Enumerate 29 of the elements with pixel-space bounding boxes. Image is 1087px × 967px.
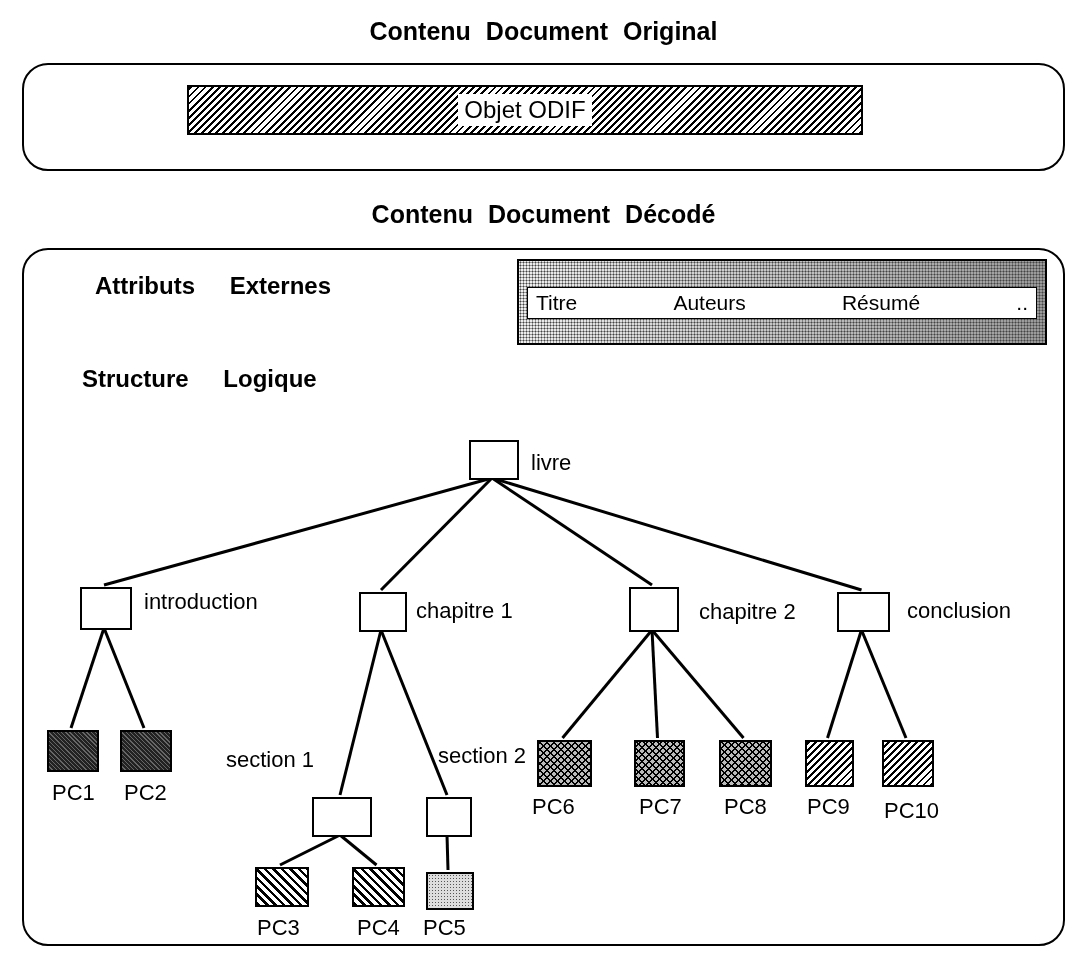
node-label: PC1: [52, 780, 95, 806]
node-label: livre: [531, 450, 572, 476]
node-label: PC5: [423, 915, 466, 941]
attribute-label: ..: [1016, 291, 1028, 315]
hatched-bar: [187, 85, 863, 135]
section-label: Structure Logique: [82, 365, 317, 393]
node-label: introduction: [144, 589, 258, 615]
attribute-label: Titre: [536, 291, 578, 315]
node-label: conclusion: [907, 598, 1011, 624]
shaded-box: [517, 259, 1047, 345]
section-label: Attributs Externes: [95, 272, 332, 300]
tree-node-box: [426, 797, 472, 837]
node-label: section 2: [438, 743, 527, 769]
panel-heading: Contenu Document Original: [368, 17, 719, 46]
attribute-label: Résumé: [841, 291, 921, 315]
panel-heading: Contenu Document Décodé: [370, 200, 717, 229]
node-label: PC2: [124, 780, 167, 806]
node-label: section 1: [226, 747, 315, 773]
node-label: PC3: [257, 915, 300, 941]
node-label: PC6: [532, 794, 575, 820]
node-label: chapitre 1: [416, 598, 513, 624]
node-label: PC7: [639, 794, 682, 820]
attribute-label: Auteurs: [673, 291, 746, 315]
object-label: Objet ODIF: [458, 94, 592, 126]
node-label: PC9: [807, 794, 850, 820]
node-label: chapitre 2: [699, 599, 796, 625]
node-label: PC8: [724, 794, 767, 820]
node-label: PC10: [884, 798, 940, 824]
node-label: PC4: [357, 915, 400, 941]
